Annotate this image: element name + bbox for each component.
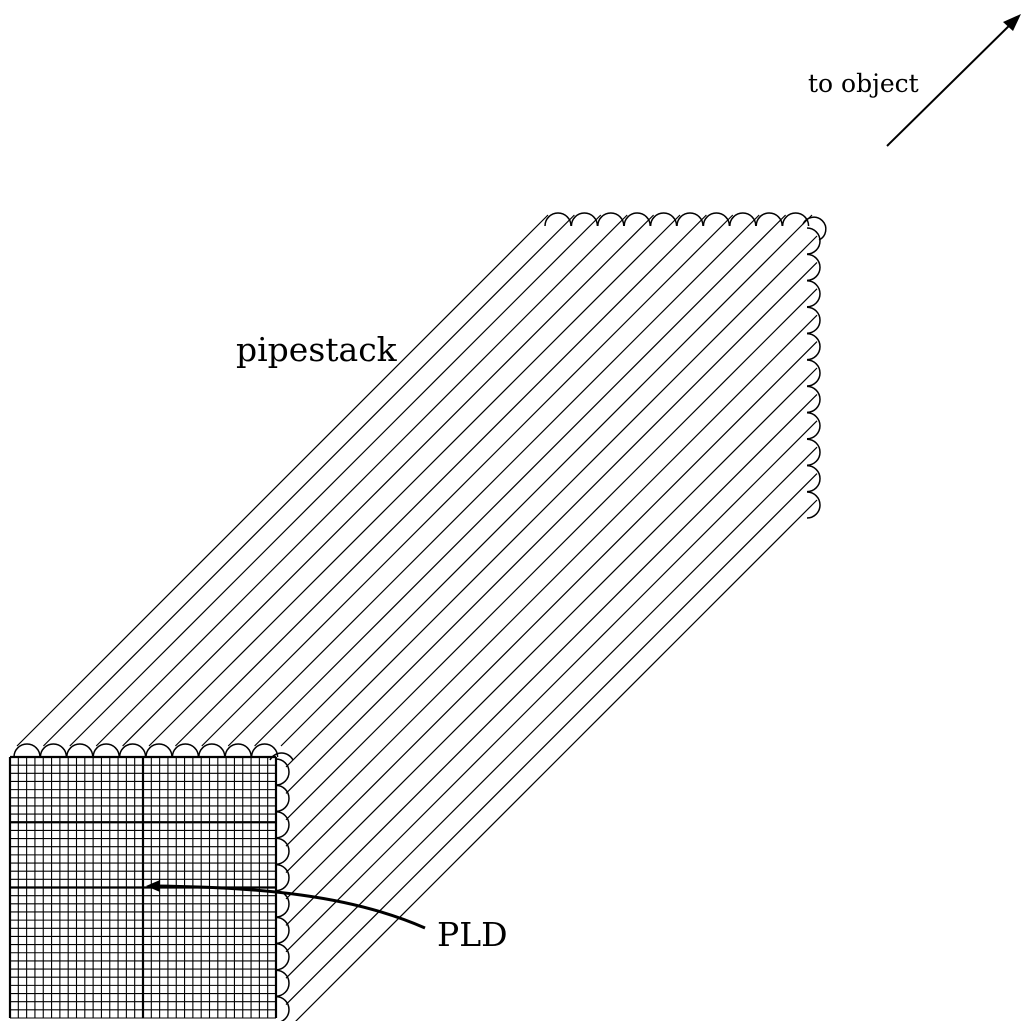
pipe-line: [285, 420, 818, 953]
front-cap-top: [198, 743, 226, 758]
pipe-line: [285, 341, 818, 874]
pipe-line: [16, 214, 549, 747]
back-cap-right: [806, 438, 821, 466]
back-cap-top: [702, 212, 731, 227]
pipe-line: [174, 214, 707, 747]
back-cap-corner: [802, 216, 827, 241]
back-cap-top: [781, 212, 810, 227]
pld-label: PLD: [437, 915, 508, 954]
back-cap-right: [806, 227, 821, 255]
pipe-line: [295, 499, 818, 1021]
back-cap-top: [729, 212, 757, 227]
front-cap-right: [275, 943, 290, 971]
front-cap-top: [92, 743, 120, 758]
front-cap-right: [275, 890, 290, 918]
back-cap-top: [649, 212, 678, 227]
pipe-line: [285, 473, 818, 1006]
pipe-line: [148, 214, 681, 747]
front-cap-right: [275, 784, 290, 813]
pld-pixel-grid: [8, 755, 278, 1019]
pipe-line: [254, 214, 787, 747]
pipe-line: [285, 446, 818, 979]
pipe-line: [42, 214, 575, 747]
back-cap-right: [806, 332, 821, 361]
pipe-line: [69, 214, 602, 747]
front-cap-right: [275, 811, 290, 839]
pipe-line: [285, 314, 818, 847]
pipe-line: [285, 367, 818, 900]
back-cap-top: [755, 212, 783, 227]
front-cap-right: [275, 837, 290, 865]
to-object-arrow: [886, 14, 1021, 147]
front-cap-top: [13, 743, 41, 758]
front-cap-top: [171, 743, 200, 758]
pipe-line: [285, 261, 818, 794]
back-cap-right: [806, 306, 821, 334]
back-cap-right: [806, 359, 821, 387]
front-cap-top: [118, 743, 147, 758]
back-cap-top: [676, 212, 704, 227]
pipestack-label: pipestack: [236, 330, 398, 369]
front-pipe-caps: [13, 743, 294, 1021]
pipe-line: [227, 214, 760, 747]
back-cap-right: [806, 464, 821, 493]
pipe-line: [285, 235, 818, 768]
pipe-line: [285, 393, 818, 926]
back-cap-right: [806, 412, 821, 440]
back-cap-right: [806, 253, 821, 282]
back-pipe-caps: [544, 212, 827, 519]
front-cap-right: [275, 969, 290, 997]
pipe-line: [201, 214, 734, 747]
pipe-line: [95, 214, 628, 747]
front-cap-top: [145, 743, 173, 758]
pld-pointer-arrow: [146, 880, 426, 930]
to-object-label: to object: [808, 69, 919, 98]
back-cap-right: [806, 385, 821, 414]
back-cap-right: [806, 491, 821, 519]
front-cap-top: [66, 743, 94, 758]
front-cap-right: [275, 863, 290, 892]
pipe-line: [280, 214, 813, 747]
back-cap-top: [597, 212, 625, 227]
back-cap-top: [570, 212, 599, 227]
pipe-lines: [16, 214, 818, 1021]
front-cap-top: [250, 743, 279, 758]
front-cap-right: [275, 916, 290, 945]
front-cap-top: [224, 743, 252, 758]
front-cap-right: [275, 758, 290, 786]
pipe-line: [122, 214, 655, 747]
back-cap-top: [544, 212, 572, 227]
front-cap-right: [275, 995, 290, 1021]
front-cap-top: [39, 743, 68, 758]
back-cap-right: [806, 280, 821, 308]
pipe-line: [285, 288, 818, 821]
back-cap-top: [623, 212, 651, 227]
